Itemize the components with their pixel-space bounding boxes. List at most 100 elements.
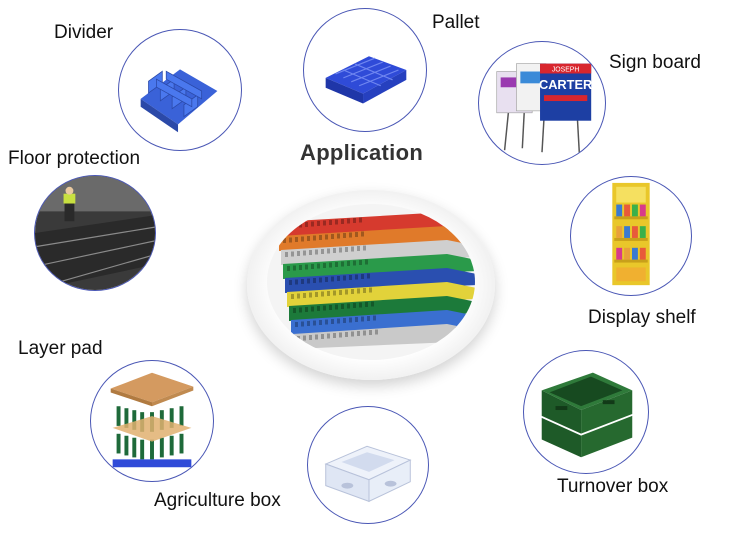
sheet-flute bbox=[357, 288, 360, 294]
sheet-flute bbox=[303, 293, 306, 298]
sheet-flute bbox=[313, 235, 316, 241]
label-agriculture-box: Agriculture box bbox=[154, 490, 281, 511]
corrugated-sheets-icon bbox=[267, 204, 475, 360]
sheet-flute bbox=[317, 263, 320, 269]
sheet-flute bbox=[361, 316, 364, 322]
sheet-flute bbox=[311, 221, 314, 227]
sheet-flute bbox=[289, 237, 292, 243]
display-shelf-icon bbox=[612, 182, 650, 286]
sheet-flute bbox=[343, 318, 346, 323]
sheet-flute bbox=[309, 292, 312, 298]
sheet-flute bbox=[339, 247, 342, 253]
sheet-flute bbox=[309, 335, 312, 340]
sheet-flute bbox=[323, 263, 326, 268]
sheet-flute bbox=[305, 307, 308, 312]
sheet-flute bbox=[311, 306, 314, 312]
sheet-flute bbox=[329, 262, 332, 268]
sheet-flute bbox=[355, 317, 358, 322]
sign-main-text: CARTER bbox=[539, 77, 592, 92]
sheet-flute bbox=[325, 234, 328, 240]
sheet-flute bbox=[333, 290, 336, 296]
label-sign-board: Sign board bbox=[609, 52, 701, 73]
sheet-flute bbox=[343, 275, 346, 281]
sheet-flute bbox=[291, 294, 294, 299]
sheet-flute bbox=[349, 317, 352, 323]
sheet-flute bbox=[351, 331, 354, 337]
sheet-flute bbox=[335, 219, 338, 225]
sheet-flute bbox=[309, 250, 312, 255]
label-divider: Divider bbox=[54, 22, 114, 43]
sheet-flute bbox=[359, 302, 362, 308]
sheet-flute bbox=[317, 306, 320, 311]
sheet-flute bbox=[325, 319, 328, 325]
sheet-flute bbox=[297, 293, 300, 299]
sheet-flute bbox=[333, 248, 336, 253]
pallet-circle bbox=[303, 8, 427, 132]
sheet-flute bbox=[353, 260, 356, 266]
sheet-flute bbox=[315, 249, 318, 255]
sheet-flute bbox=[321, 334, 324, 339]
sheet-flute bbox=[341, 304, 344, 309]
floor-protection-icon bbox=[35, 176, 155, 290]
agriculture-box-circle bbox=[307, 406, 429, 524]
sheet-flute bbox=[281, 224, 284, 229]
agriculture-box-icon bbox=[324, 445, 412, 503]
sheet-flute bbox=[303, 335, 306, 341]
sheet-flute bbox=[345, 332, 348, 337]
sheet-flute bbox=[343, 233, 346, 238]
sheet-flute bbox=[289, 280, 292, 285]
sheet-flute bbox=[327, 291, 330, 296]
divider-circle bbox=[118, 29, 242, 151]
sheet-flute bbox=[285, 252, 288, 257]
sheet-flute bbox=[363, 288, 366, 293]
sheet-flute bbox=[283, 238, 286, 243]
sheet-flute bbox=[295, 322, 298, 327]
sheet-flute bbox=[329, 305, 332, 310]
sheet-flute bbox=[375, 329, 378, 335]
sheet-flute bbox=[293, 223, 296, 228]
sheet-flute bbox=[331, 234, 334, 239]
sheet-flute bbox=[293, 308, 296, 313]
sheet-flute bbox=[347, 261, 350, 266]
sheet-flute bbox=[327, 333, 330, 339]
sheet-flute bbox=[307, 278, 310, 284]
sheet-flute bbox=[335, 304, 338, 310]
sheet-flute bbox=[351, 289, 354, 294]
sheet-flute bbox=[319, 320, 322, 325]
sheet-flute bbox=[347, 218, 350, 224]
label-display-shelf: Display shelf bbox=[588, 307, 696, 328]
sheet-flute bbox=[293, 265, 296, 271]
sheet-flute bbox=[353, 303, 356, 308]
sheet-flute bbox=[369, 287, 372, 293]
sheet-flute bbox=[365, 302, 368, 307]
sheet-flute bbox=[337, 318, 340, 324]
sheet-flute bbox=[305, 264, 308, 270]
sheet-flute bbox=[331, 276, 334, 282]
sheet-flute bbox=[307, 236, 310, 241]
sheet-flute bbox=[357, 246, 360, 251]
label-pallet: Pallet bbox=[432, 12, 480, 33]
sheet-flute bbox=[321, 291, 324, 297]
sheet-flute bbox=[363, 245, 366, 251]
sign-board-icon: JOSEPH CARTER bbox=[496, 63, 592, 155]
sheet-flute bbox=[345, 289, 348, 295]
sheet-flute bbox=[325, 277, 328, 282]
sheet-flute bbox=[295, 237, 298, 242]
sheet-flute bbox=[367, 273, 370, 279]
label-turnover-box: Turnover box bbox=[557, 476, 669, 497]
sheet-flute bbox=[335, 262, 338, 267]
sheet-flute bbox=[355, 274, 358, 280]
sheet-flute bbox=[361, 231, 364, 237]
sheet-flute bbox=[359, 260, 362, 265]
sheet-flute bbox=[347, 303, 350, 309]
label-layer-pad: Layer pad bbox=[18, 338, 103, 359]
sheet-flute bbox=[369, 330, 372, 335]
sheet-flute bbox=[315, 334, 318, 340]
sheet-flute bbox=[357, 331, 360, 336]
corrugated-sheet bbox=[293, 324, 475, 349]
sheet-flute bbox=[345, 247, 348, 252]
pallet-icon bbox=[325, 56, 407, 104]
sheet-flute bbox=[359, 217, 362, 223]
sheet-flute bbox=[365, 259, 368, 265]
sheet-flute bbox=[329, 220, 332, 225]
